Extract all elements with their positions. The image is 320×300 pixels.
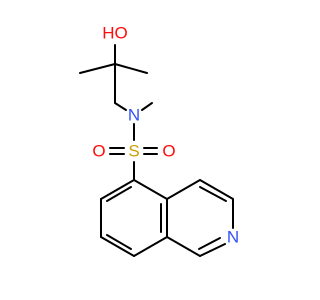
atom-label-sulfonyl-oxygen-left: O [92, 142, 105, 161]
bond-ring-c4-c3 [199, 179, 234, 200]
bond-ring-inner-c5-c6 [106, 186, 132, 202]
atom-label-sulfonyl-oxygen-right: O [162, 142, 175, 161]
bond-ring-c4a-c5 [133, 179, 168, 200]
bond-ring-inner-n2-c1 [198, 237, 221, 250]
bond-quaternary-carbon-methyl-right [114, 63, 148, 74]
bond-quaternary-carbon-methyl-left [79, 63, 116, 74]
bond-ring-inner-c7-c8 [106, 234, 132, 250]
atom-label-sulfur: S [128, 142, 139, 161]
atom-label-ring-nitrogen: N [227, 228, 239, 247]
molecule-structure-diagram: HO N S O O N [79, 24, 239, 257]
bond-ring-c8-c8a [133, 236, 168, 257]
bond-ring-n2-c1 [199, 243, 226, 257]
atom-label-layer: HO N S O O N [92, 24, 239, 247]
bond-ring-c4a-c4 [166, 179, 201, 200]
bond-methylene-nitrogen [114, 102, 127, 111]
bond-nitrogen-methyl [141, 102, 153, 111]
bond-ring-c5-c6 [100, 179, 135, 200]
atom-label-amide-nitrogen: N [128, 106, 140, 125]
bond-ring-c1-c8a [166, 236, 201, 257]
bond-ring-inner-c4-c3 [199, 186, 227, 202]
atom-label-hydroxyl: HO [102, 24, 128, 43]
bond-layer [79, 44, 234, 257]
bond-ring-c7-c8 [100, 236, 135, 257]
